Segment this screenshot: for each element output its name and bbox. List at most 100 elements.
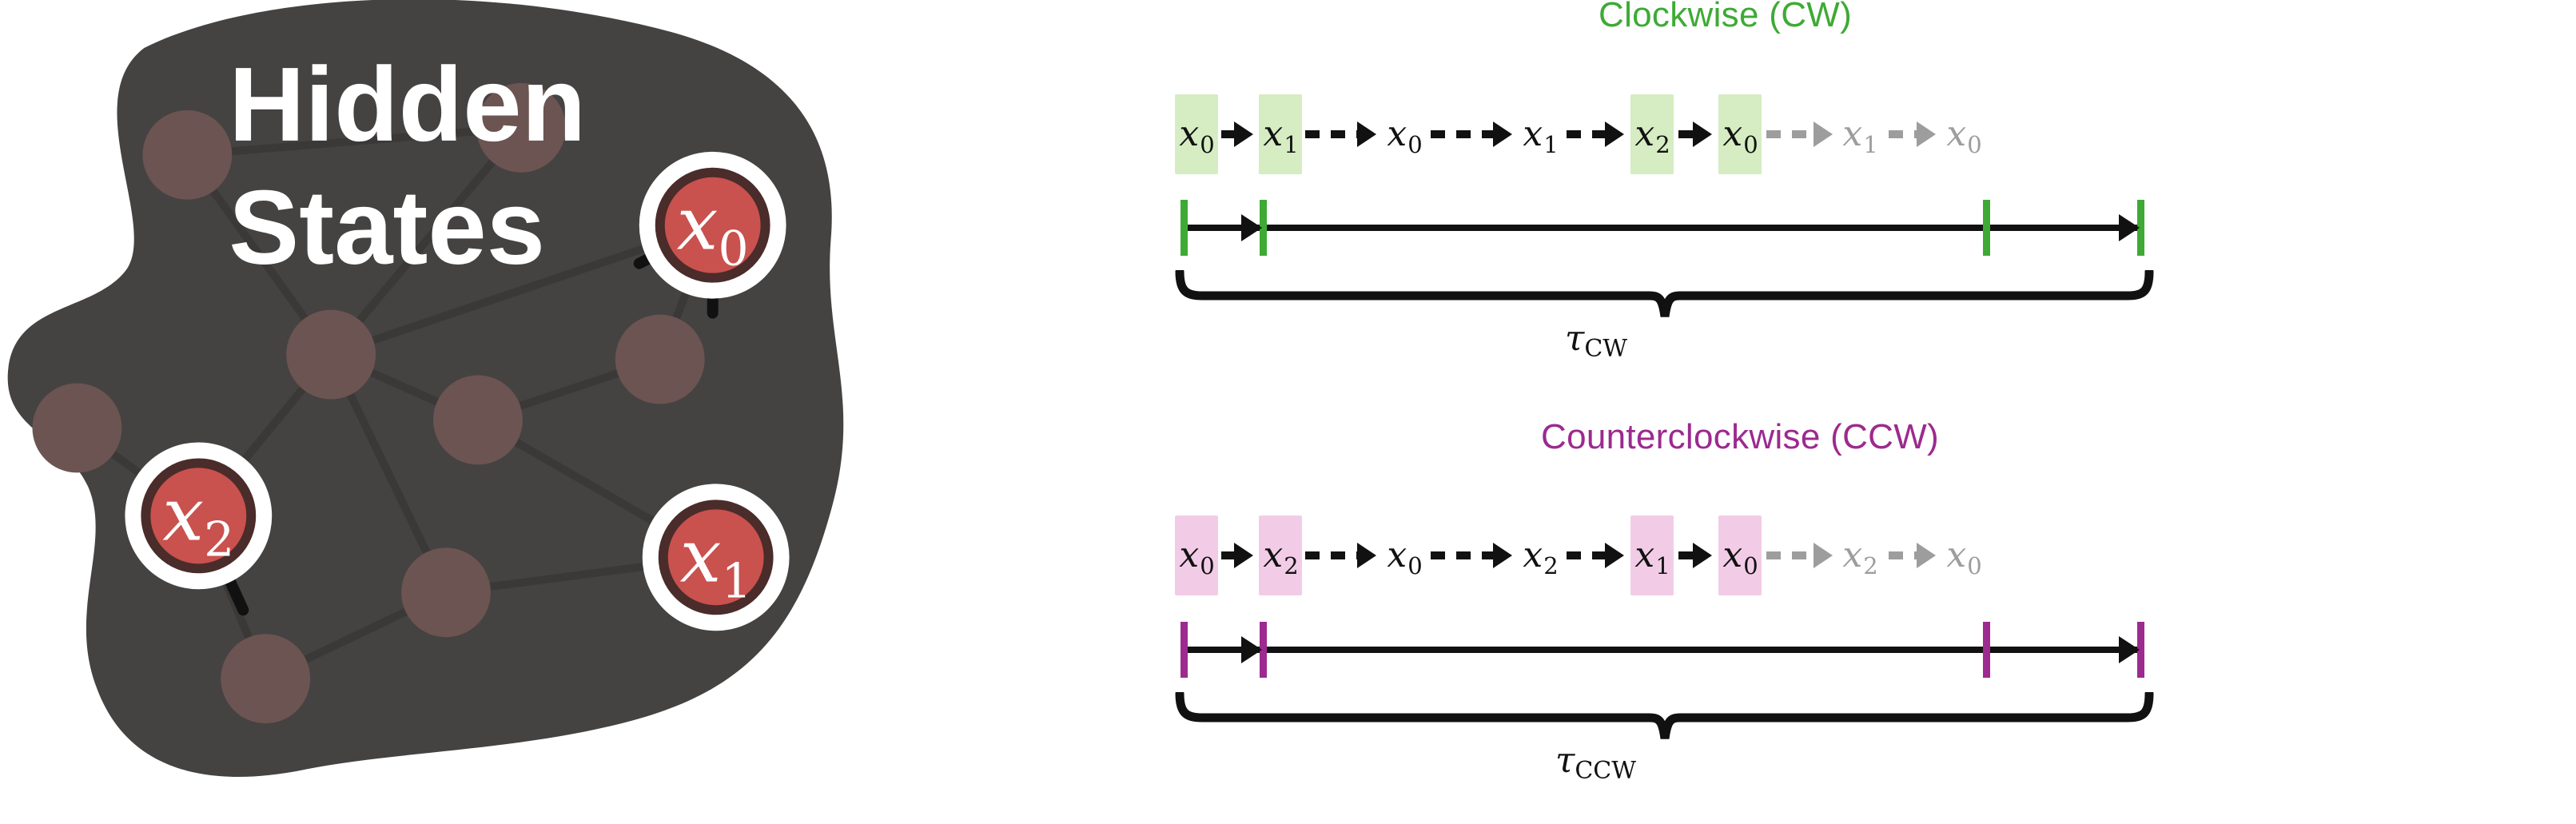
tau-subscript: CW bbox=[1584, 335, 1628, 363]
token-cw-4: x2 bbox=[1630, 94, 1674, 174]
timeline-axis bbox=[1184, 647, 2142, 653]
token-ccw-4: x1 bbox=[1630, 515, 1674, 595]
arrow-head bbox=[1605, 121, 1624, 147]
arrow-shaft bbox=[1221, 130, 1236, 138]
token-math: x0 bbox=[1387, 113, 1423, 158]
faded-nodes bbox=[32, 82, 705, 724]
arrow-head bbox=[1493, 121, 1512, 147]
arrow-shaft bbox=[1305, 130, 1359, 138]
cw-tau-label: τCW bbox=[1565, 318, 1627, 363]
timeline-tick-3 bbox=[2137, 200, 2144, 256]
timeline-arrowhead-0 bbox=[1241, 214, 1262, 241]
token-math: x0 bbox=[1179, 535, 1215, 579]
token-math: x0 bbox=[1387, 535, 1423, 579]
arrow-shaft bbox=[1889, 130, 1918, 138]
faded-node bbox=[615, 314, 705, 404]
token-math: x2 bbox=[1634, 113, 1670, 158]
token-math: x0 bbox=[1946, 535, 1982, 579]
token-math: x0 bbox=[1722, 113, 1758, 158]
ccw-tau-label: τCCW bbox=[1555, 740, 1636, 785]
token-cw-5: x0 bbox=[1718, 94, 1762, 174]
token-ccw-5: x0 bbox=[1718, 515, 1762, 595]
arrow-shaft bbox=[1567, 130, 1607, 138]
arrow-shaft bbox=[1678, 551, 1694, 559]
token-cw-0: x0 bbox=[1175, 94, 1218, 174]
faded-node bbox=[32, 383, 122, 473]
ccw-brace bbox=[1175, 692, 2154, 742]
arrow-head bbox=[1605, 543, 1624, 568]
highlight-node-x2: x2 bbox=[125, 442, 273, 590]
arrow-head bbox=[1234, 121, 1253, 147]
token-ccw-0: x0 bbox=[1175, 515, 1218, 595]
arrow-shaft bbox=[1221, 551, 1236, 559]
arrow-head bbox=[1814, 121, 1833, 147]
cw-sequence-row: x0 x1 x0 x1 x2 x0 x1 x0 bbox=[1119, 94, 2576, 174]
arrow-head bbox=[1357, 543, 1376, 568]
token-ccw-2: x0 bbox=[1383, 515, 1426, 595]
token-math: x2 bbox=[1263, 535, 1299, 579]
token-math: x0 bbox=[1946, 113, 1982, 158]
timeline-tick-3 bbox=[2137, 622, 2144, 678]
cw-timeline bbox=[1119, 200, 2238, 256]
arrow-shaft bbox=[1889, 551, 1918, 559]
tau-subscript: CCW bbox=[1575, 757, 1637, 785]
node-label-x1: x1 bbox=[680, 513, 752, 609]
arrow-head bbox=[1917, 543, 1936, 568]
hidden-states-title-line2: States bbox=[229, 169, 545, 286]
arrow-head bbox=[1693, 121, 1712, 147]
arrow-head bbox=[1234, 543, 1253, 568]
cw-title: Clockwise (CW) bbox=[1599, 0, 1853, 34]
timeline-arrowhead-1 bbox=[2119, 636, 2140, 663]
cw-brace bbox=[1175, 270, 2154, 320]
token-math: x2 bbox=[1842, 535, 1878, 579]
ccw-timeline bbox=[1119, 622, 2238, 678]
token-math: x1 bbox=[1523, 113, 1559, 158]
timeline-tick-1 bbox=[1260, 200, 1267, 256]
node-label-x2: x2 bbox=[162, 472, 234, 567]
arrow-shaft bbox=[1766, 130, 1815, 138]
token-cw-7: x0 bbox=[1942, 94, 1985, 174]
tau-glyph: τ bbox=[1565, 318, 1585, 359]
arrow-head bbox=[1357, 121, 1376, 147]
timeline-axis bbox=[1184, 225, 2142, 231]
arrow-shaft bbox=[1766, 551, 1815, 559]
highlight-node-x0: x0 bbox=[639, 151, 786, 299]
timeline-tick-1 bbox=[1260, 622, 1267, 678]
arrow-head bbox=[1917, 121, 1936, 147]
faded-node bbox=[433, 375, 523, 465]
token-ccw-1: x2 bbox=[1259, 515, 1302, 595]
highlight-node-x1: x1 bbox=[642, 484, 790, 631]
token-ccw-6: x2 bbox=[1838, 515, 1881, 595]
arrow-head bbox=[1814, 543, 1833, 568]
token-math: x1 bbox=[1842, 113, 1878, 158]
timeline-tick-0 bbox=[1181, 622, 1188, 678]
token-cw-2: x0 bbox=[1383, 94, 1426, 174]
faded-node bbox=[476, 82, 566, 173]
ccw-title: Counterclockwise (CCW) bbox=[1541, 417, 1940, 456]
arrow-shaft bbox=[1305, 551, 1359, 559]
node-label-x0: x0 bbox=[677, 181, 749, 277]
token-ccw-7: x0 bbox=[1942, 515, 1985, 595]
timeline-tick-2 bbox=[1983, 200, 1990, 256]
token-math: x0 bbox=[1179, 113, 1215, 158]
arrow-shaft bbox=[1567, 551, 1607, 559]
token-math: x1 bbox=[1634, 535, 1670, 579]
faded-node bbox=[401, 547, 491, 638]
token-cw-6: x1 bbox=[1838, 94, 1881, 174]
timeline-tick-2 bbox=[1983, 622, 1990, 678]
faded-node bbox=[221, 634, 311, 724]
arrow-shaft bbox=[1431, 551, 1495, 559]
hidden-states-title-line1: Hidden bbox=[229, 46, 586, 163]
timeline-arrowhead-0 bbox=[1241, 636, 1262, 663]
token-cw-3: x1 bbox=[1519, 94, 1562, 174]
hidden-states-panel: x0 x1 x2 Hidden States bbox=[0, 0, 879, 824]
arrow-shaft bbox=[1431, 130, 1495, 138]
token-math: x0 bbox=[1722, 535, 1758, 579]
tau-glyph: τ bbox=[1555, 740, 1575, 781]
arrow-head bbox=[1493, 543, 1512, 568]
token-math: x1 bbox=[1263, 113, 1299, 158]
faded-node bbox=[286, 309, 376, 400]
faded-node bbox=[142, 109, 233, 200]
